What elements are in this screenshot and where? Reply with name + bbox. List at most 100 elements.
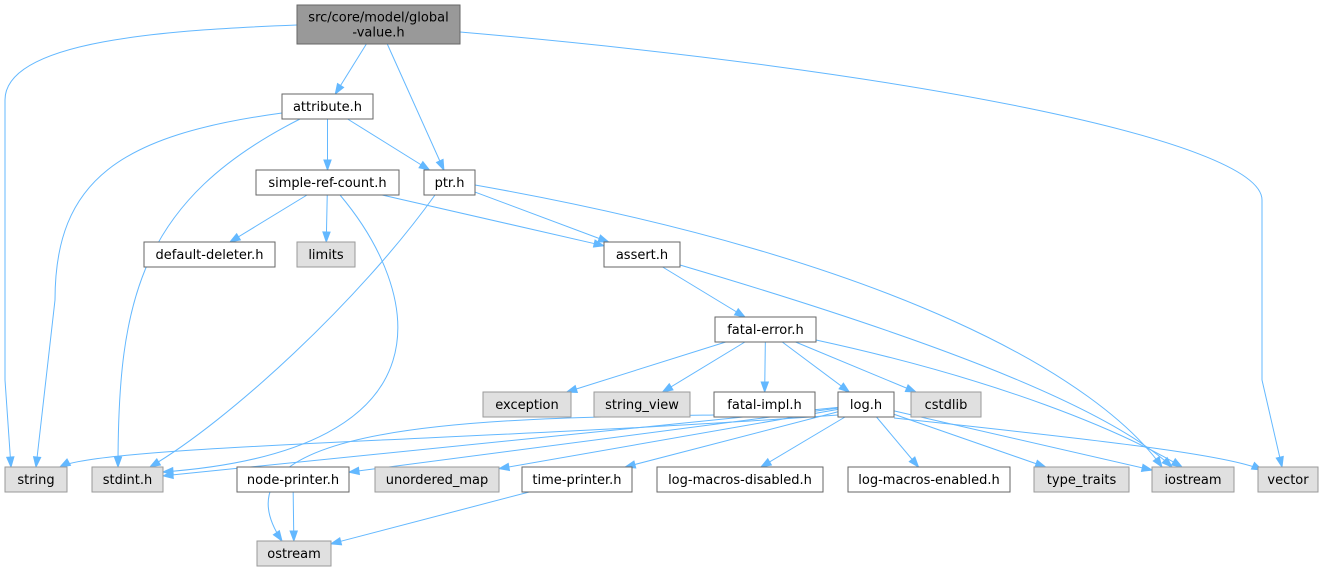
edge-arrowhead xyxy=(322,231,331,244)
edge-line xyxy=(149,194,436,468)
node-box xyxy=(4,466,68,493)
edge-arrowhead xyxy=(347,466,360,476)
node-type-traits: type_traits xyxy=(1033,466,1130,493)
node-box[interactable] xyxy=(656,466,824,493)
edge-arrowhead xyxy=(733,307,747,318)
node-box[interactable] xyxy=(236,466,350,493)
node-global-value: src/core/model/global-value.h xyxy=(296,4,461,45)
edge-arrowhead xyxy=(334,82,345,96)
node-fatal-impl[interactable]: fatal-impl.h xyxy=(713,391,816,418)
node-string-view: string_view xyxy=(593,391,691,418)
edge-line xyxy=(893,417,1263,471)
node-assert[interactable]: assert.h xyxy=(603,241,681,268)
node-box[interactable] xyxy=(423,169,476,196)
edge-simple-ref-count-to-assert xyxy=(381,194,606,248)
node-box xyxy=(482,391,572,418)
edge-line xyxy=(781,341,850,393)
edge-line xyxy=(459,31,1283,468)
edge-line xyxy=(162,194,399,473)
edge-arrowhead xyxy=(58,458,72,468)
node-box xyxy=(374,466,500,493)
edge-log-to-iostream xyxy=(893,410,1154,472)
edge-arrowhead xyxy=(661,382,674,393)
node-box[interactable] xyxy=(603,241,681,268)
node-time-printer[interactable]: time-printer.h xyxy=(521,466,633,493)
node-label: limits xyxy=(308,248,344,263)
edge-simple-ref-count-to-stdint xyxy=(161,194,399,476)
edge-fatal-error-to-string-view xyxy=(661,341,746,393)
node-attribute[interactable]: attribute.h xyxy=(281,93,374,120)
edge-arrowhead xyxy=(148,457,162,468)
node-label: string xyxy=(17,473,54,488)
edge-arrowhead xyxy=(759,457,773,468)
edge-arrowhead xyxy=(760,381,770,394)
edge-arrowhead xyxy=(1140,463,1154,472)
edge-log-to-unordered-map xyxy=(497,408,839,472)
node-default-deleter[interactable]: default-deleter.h xyxy=(143,241,276,268)
node-simple-ref-count[interactable]: simple-ref-count.h xyxy=(255,169,400,196)
edge-line xyxy=(4,24,298,468)
edge-arrowhead xyxy=(435,158,445,172)
edge-line xyxy=(229,194,308,243)
edge-line xyxy=(348,407,839,473)
node-log-macros-enabled[interactable]: log-macros-enabled.h xyxy=(847,466,1011,493)
edge-attribute-to-string xyxy=(32,112,283,469)
node-label: vector xyxy=(1267,473,1309,488)
node-node-printer[interactable]: node-printer.h xyxy=(236,466,350,493)
edge-line xyxy=(625,411,839,468)
edge-ptr-to-iostream xyxy=(474,184,1163,469)
edge-assert-to-iostream xyxy=(679,264,1174,469)
node-label: simple-ref-count.h xyxy=(268,176,386,191)
edge-arrowhead xyxy=(592,239,606,248)
node-box[interactable] xyxy=(714,316,817,343)
edge-arrowhead xyxy=(497,462,511,472)
node-box xyxy=(296,241,356,268)
edge-fatal-error-to-exception xyxy=(565,341,726,393)
edge-line xyxy=(662,341,746,393)
node-log-macros-disabled[interactable]: log-macros-disabled.h xyxy=(656,466,824,493)
edge-arrowhead xyxy=(1170,457,1184,468)
edge-arrowhead xyxy=(228,232,242,243)
edge-line xyxy=(347,118,430,171)
node-label: log-macros-disabled.h xyxy=(668,473,812,488)
node-label: log-macros-enabled.h xyxy=(858,473,999,488)
node-label: src/core/model/global xyxy=(308,11,448,26)
node-fatal-error[interactable]: fatal-error.h xyxy=(714,316,817,343)
node-label: iostream xyxy=(1164,473,1221,488)
edge-line xyxy=(795,341,917,393)
node-box[interactable] xyxy=(143,241,276,268)
node-box[interactable] xyxy=(521,466,633,493)
edge-arrowhead xyxy=(1034,459,1047,468)
node-label: ptr.h xyxy=(435,176,465,191)
node-box[interactable] xyxy=(255,169,400,196)
node-box[interactable] xyxy=(713,391,816,418)
node-label: assert.h xyxy=(616,248,668,263)
edge-line xyxy=(35,112,283,468)
edge-log-to-vector xyxy=(893,417,1264,471)
node-string: string xyxy=(4,466,68,493)
node-label: node-printer.h xyxy=(247,473,339,488)
node-box[interactable] xyxy=(837,391,895,418)
edge-arrowhead xyxy=(904,383,918,393)
node-box[interactable] xyxy=(281,93,374,120)
node-log[interactable]: log.h xyxy=(837,391,895,418)
node-ptr[interactable]: ptr.h xyxy=(423,169,476,196)
node-label: -value.h xyxy=(352,26,404,41)
node-vector: vector xyxy=(1257,466,1319,493)
node-label: time-printer.h xyxy=(532,473,621,488)
node-box xyxy=(593,391,691,418)
edge-arrowhead xyxy=(113,456,123,469)
edge-log-to-node-printer xyxy=(347,407,839,476)
edge-line xyxy=(662,266,746,318)
edge-line xyxy=(386,43,445,171)
edge-time-printer-to-ostream xyxy=(329,491,530,546)
edge-simple-ref-count-to-limits xyxy=(322,194,331,244)
edge-line xyxy=(893,413,1046,468)
node-label: exception xyxy=(495,398,559,413)
node-box[interactable] xyxy=(847,466,1011,493)
node-box xyxy=(1257,466,1319,493)
nodes-layer: src/core/model/global-value.h attribute.h… xyxy=(4,4,1319,567)
edge-arrowhead xyxy=(272,529,283,543)
node-label: string_view xyxy=(605,398,679,413)
